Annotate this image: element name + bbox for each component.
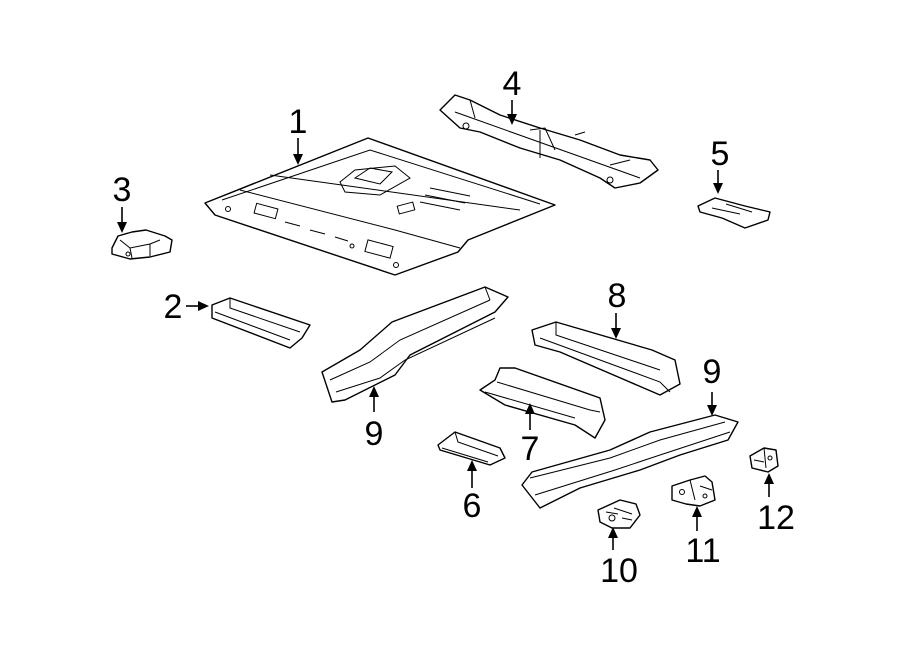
callout-labels: 1 2 3 4 5 6 7 8 9 9 10 11 12 [113,65,795,590]
part-1-floor-pan [204,137,556,276]
callout-12: 12 [757,499,795,537]
callout-4: 4 [503,65,522,103]
part-2-crossmember [211,297,311,349]
part-9-right-side-rail [521,414,739,509]
callout-arrows [117,100,774,550]
part-4-rear-crossmember [439,94,659,189]
part-12-bracket [749,447,779,473]
part-11-bracket [671,475,716,507]
callout-1: 1 [289,103,308,141]
callout-7: 7 [521,430,540,468]
callout-9-left: 9 [365,415,384,453]
callout-5: 5 [711,135,730,173]
callout-2: 2 [164,288,183,326]
part-6-bracket [437,431,506,466]
callout-10: 10 [600,552,638,590]
callout-3: 3 [113,171,132,209]
part-5-bracket-plate [697,197,771,229]
part-3-bracket [111,229,173,260]
part-7-rail [479,367,606,439]
callout-9-right: 9 [703,353,722,391]
callout-6: 6 [463,487,482,525]
part-10-bracket [597,499,641,529]
callout-8: 8 [608,277,627,315]
part-8-rail [531,321,681,396]
part-9-left-side-rail [321,286,509,403]
callout-11: 11 [685,532,720,570]
